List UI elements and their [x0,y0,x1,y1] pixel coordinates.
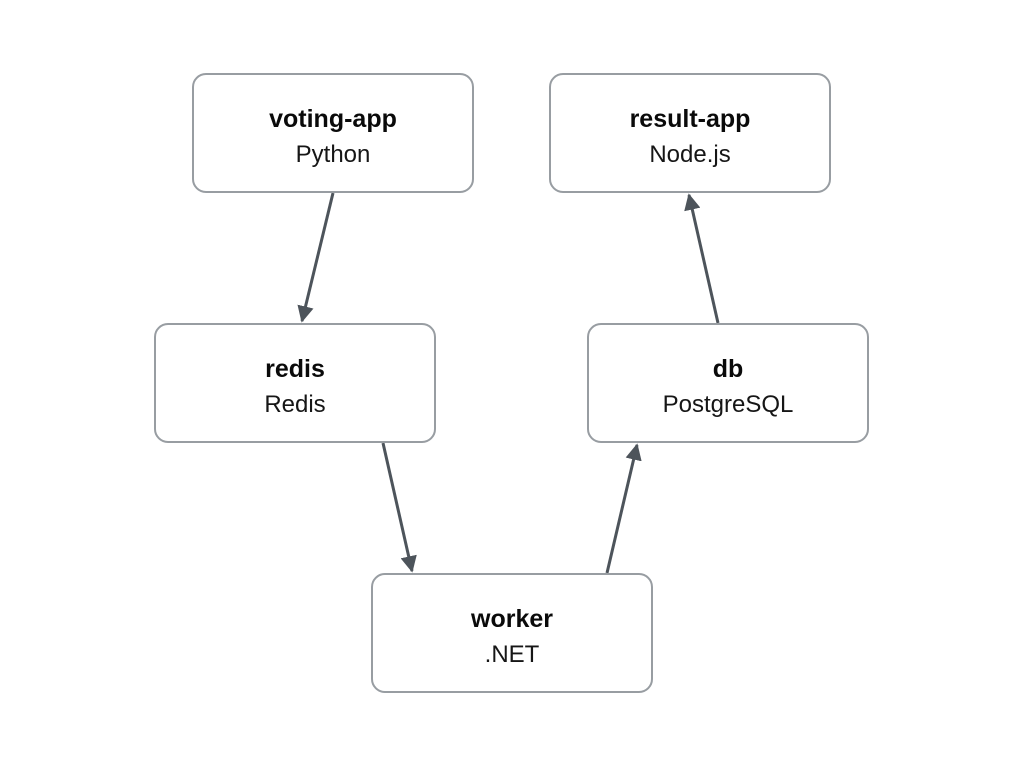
node-db-title: db [713,355,744,383]
node-worker-title: worker [470,605,553,633]
node-result-app: result-app Node.js [549,73,831,193]
node-worker-subtitle: .NET [485,641,540,668]
node-result-app-subtitle: Node.js [649,141,730,168]
node-redis: redis Redis [154,323,436,443]
node-redis-box [154,323,436,443]
edge-db-to-result-app [684,193,720,324]
edge-redis-to-worker [381,442,417,573]
node-result-app-box [549,73,831,193]
node-voting-app-title: voting-app [269,105,397,133]
node-redis-subtitle: Redis [264,391,325,418]
node-voting-app-box [192,73,474,193]
node-worker: worker .NET [371,573,653,693]
node-voting-app: voting-app Python [192,73,474,193]
node-redis-title: redis [265,355,325,383]
node-result-app-title: result-app [630,105,751,133]
node-voting-app-subtitle: Python [296,141,371,168]
edge-worker-to-db [605,443,642,574]
node-db-subtitle: PostgreSQL [663,391,794,418]
node-db-box [587,323,869,443]
edge-voting-app-to-redis [297,192,335,323]
node-worker-box [371,573,653,693]
node-db: db PostgreSQL [587,323,869,443]
